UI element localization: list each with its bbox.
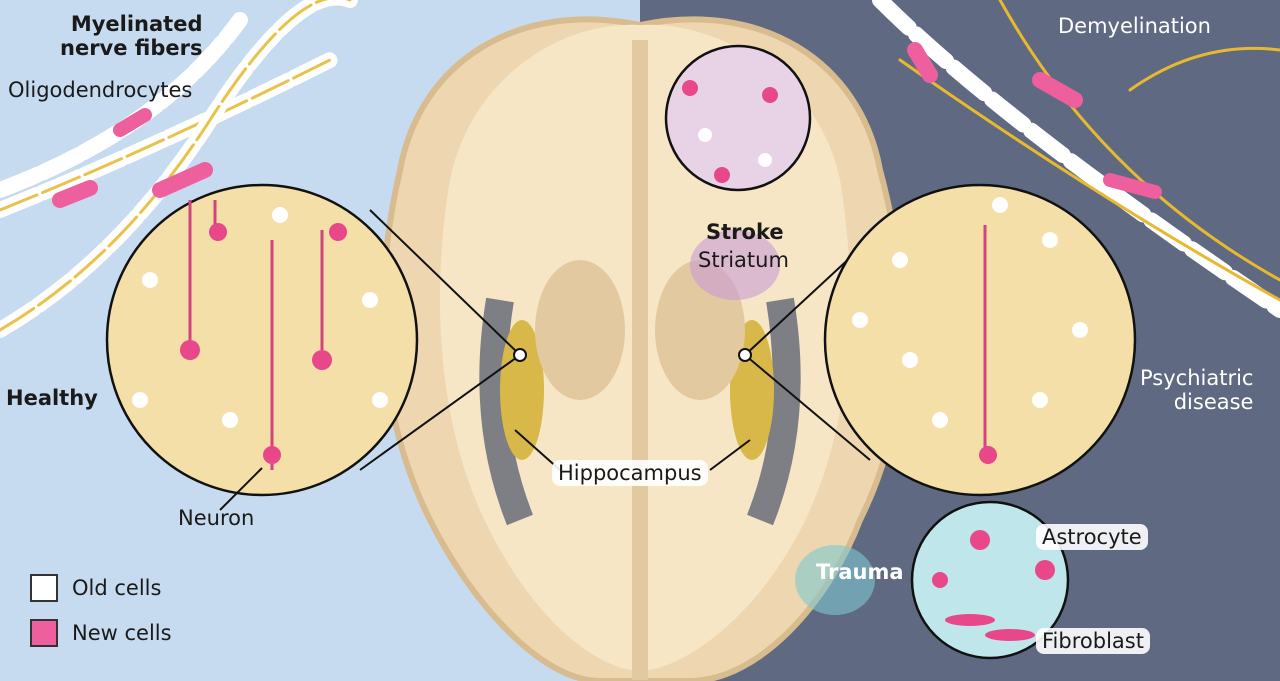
striatum-label: Striatum [698, 248, 789, 272]
hippocampus-label: Hippocampus [552, 460, 708, 487]
myelinated-fibers [0, 0, 358, 338]
new-cells-label: New cells [72, 621, 172, 645]
fibroblast-label: Fibroblast [1036, 628, 1150, 655]
healthy-magnified-circle [105, 183, 419, 497]
stroke-region [690, 230, 780, 300]
old-cells-swatch [30, 574, 58, 602]
right-ventricle [746, 297, 801, 526]
myelinated-line1: Myelinated [70, 12, 203, 36]
trauma-magnified-circle [910, 500, 1070, 660]
trauma-label: Trauma [816, 560, 904, 584]
oligodendrocytes-label: Oligodendrocytes [8, 78, 193, 102]
psychiatric-line2: disease [1173, 390, 1254, 415]
astrocyte-label: Astrocyte [1036, 524, 1148, 551]
myelinated-line2: nerve fibers [60, 36, 203, 61]
stroke-magnified-circle [664, 44, 812, 192]
demyelination-label: Demyelination [1058, 14, 1211, 38]
psychiatric-magnified-circle [823, 183, 1137, 497]
old-cells-label: Old cells [72, 576, 162, 600]
demyelinated-fibers [872, 0, 1280, 318]
trauma-region [795, 545, 875, 615]
psychiatric-line1: Psychiatric [1140, 366, 1254, 390]
left-hippocampus [500, 320, 544, 460]
left-ventricle [479, 297, 534, 526]
new-cells-swatch [30, 619, 58, 647]
psychiatric-disease-label: Psychiatric disease [1140, 366, 1253, 414]
stroke-label: Stroke [706, 220, 784, 244]
myelinated-label: Myelinated nerve fibers [60, 12, 203, 60]
neuron-label: Neuron [178, 506, 255, 530]
healthy-label: Healthy [6, 386, 98, 410]
